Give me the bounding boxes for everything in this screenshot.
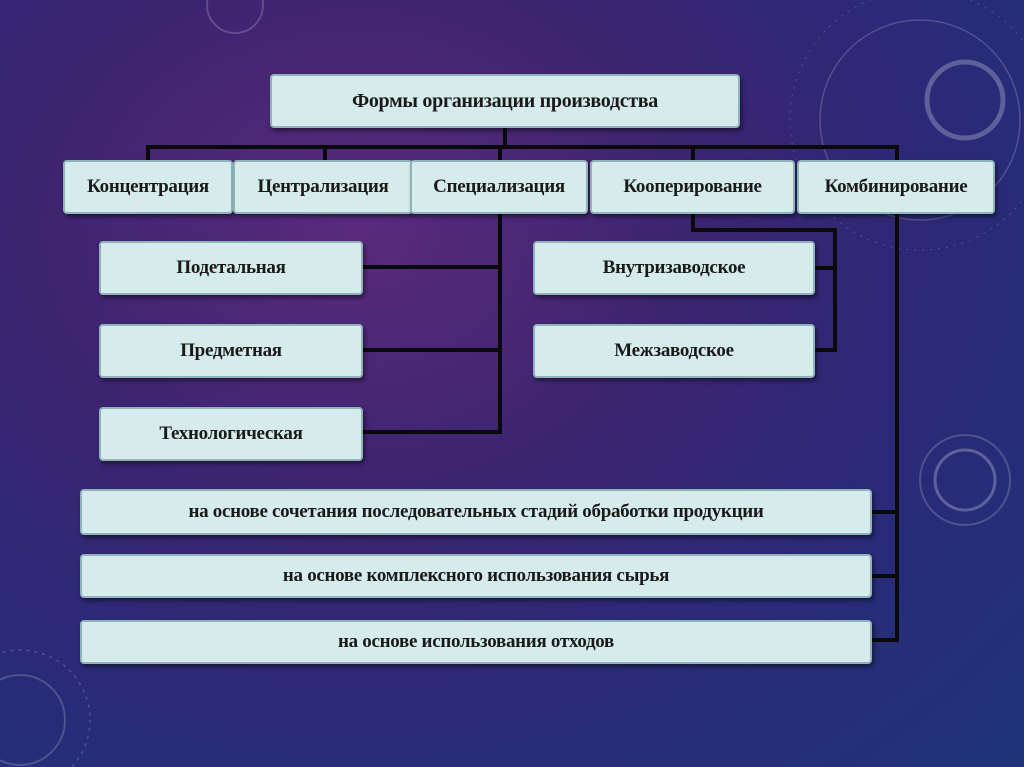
combination-complex-raw: на основе комплексного использования сыр… — [80, 554, 872, 598]
form-combination: Комбинирование — [797, 160, 995, 214]
root-node: Формы организации производства — [270, 74, 740, 128]
cooperation-intra-plant: Внутризаводское — [533, 241, 815, 295]
form-centralization: Централизация — [233, 160, 413, 214]
specialization-technological: Технологическая — [99, 407, 363, 461]
specialization-subject: Предметная — [99, 324, 363, 378]
combination-sequential-stages: на основе сочетания последовательных ста… — [80, 489, 872, 535]
form-cooperation: Кооперирование — [590, 160, 795, 214]
combination-waste: на основе использования отходов — [80, 620, 872, 664]
form-specialization: Специализация — [410, 160, 588, 214]
form-concentration: Концентрация — [63, 160, 233, 214]
cooperation-inter-plant: Межзаводское — [533, 324, 815, 378]
specialization-detail: Подетальная — [99, 241, 363, 295]
